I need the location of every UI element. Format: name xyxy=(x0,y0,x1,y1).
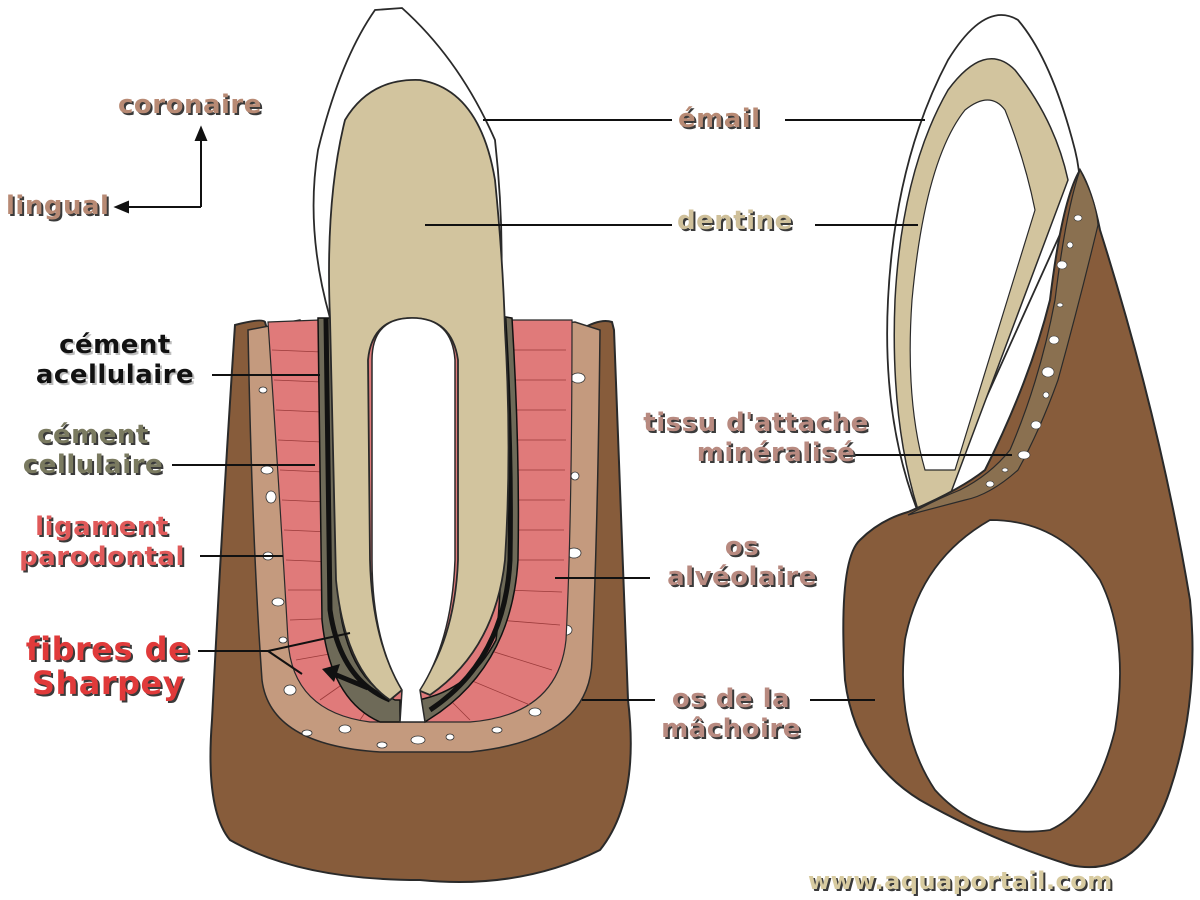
sharpey-arrow xyxy=(322,664,369,691)
dentine-left xyxy=(328,79,510,702)
label-email: émail xyxy=(678,104,761,134)
label-tissu-line2: minéralisé xyxy=(696,438,856,468)
label-os-mach-line2: mâchoire xyxy=(661,714,801,744)
label-tissu-line1: tissu d'attache xyxy=(643,408,869,438)
mineralized-attachment-tissue xyxy=(907,168,1099,516)
orientation-axes xyxy=(113,125,208,214)
label-tissu-attache: tissu d'attache minéralisé xyxy=(625,408,887,468)
label-os-alv-line1: os xyxy=(724,532,760,562)
label-ligament-line1: ligament xyxy=(35,512,169,542)
pulp-canal-left xyxy=(371,317,456,723)
label-fibres-line1: fibres de xyxy=(25,630,191,668)
label-ligament-parodontal: ligament parodontal xyxy=(6,512,198,572)
website-watermark: www.aquaportail.com xyxy=(808,867,1113,895)
label-os-machoire: os de la mâchoire xyxy=(648,684,814,744)
label-coronaire: coronaire xyxy=(118,90,262,120)
label-cement-cellulaire: cément cellulaire xyxy=(16,420,170,480)
label-ligament-line2: parodontal xyxy=(19,542,185,572)
label-os-alv-line2: alvéolaire xyxy=(667,562,817,592)
label-cement-acellulaire-line1: cément xyxy=(59,330,171,360)
label-os-alveolaire: os alvéolaire xyxy=(654,532,830,592)
pulp-right xyxy=(909,99,1036,471)
label-cement-cellulaire-line2: cellulaire xyxy=(22,450,164,480)
label-os-mach-line1: os de la xyxy=(671,684,791,714)
label-cement-acellulaire: cément acellulaire xyxy=(22,330,208,390)
acellular-cement-line xyxy=(323,317,391,703)
label-cement-cellulaire-line1: cément xyxy=(37,420,149,450)
leader-lines xyxy=(172,119,1012,701)
label-fibres-line2: Sharpey xyxy=(31,664,185,702)
label-fibres-sharpey: fibres de Sharpey xyxy=(18,632,198,700)
mineralized-tissue-pores xyxy=(985,214,1083,488)
label-lingual: lingual xyxy=(6,191,110,221)
alveolar-cavity-right xyxy=(902,519,1121,833)
label-cement-acellulaire-line2: acellulaire xyxy=(35,360,195,390)
label-dentine: dentine xyxy=(677,206,793,236)
